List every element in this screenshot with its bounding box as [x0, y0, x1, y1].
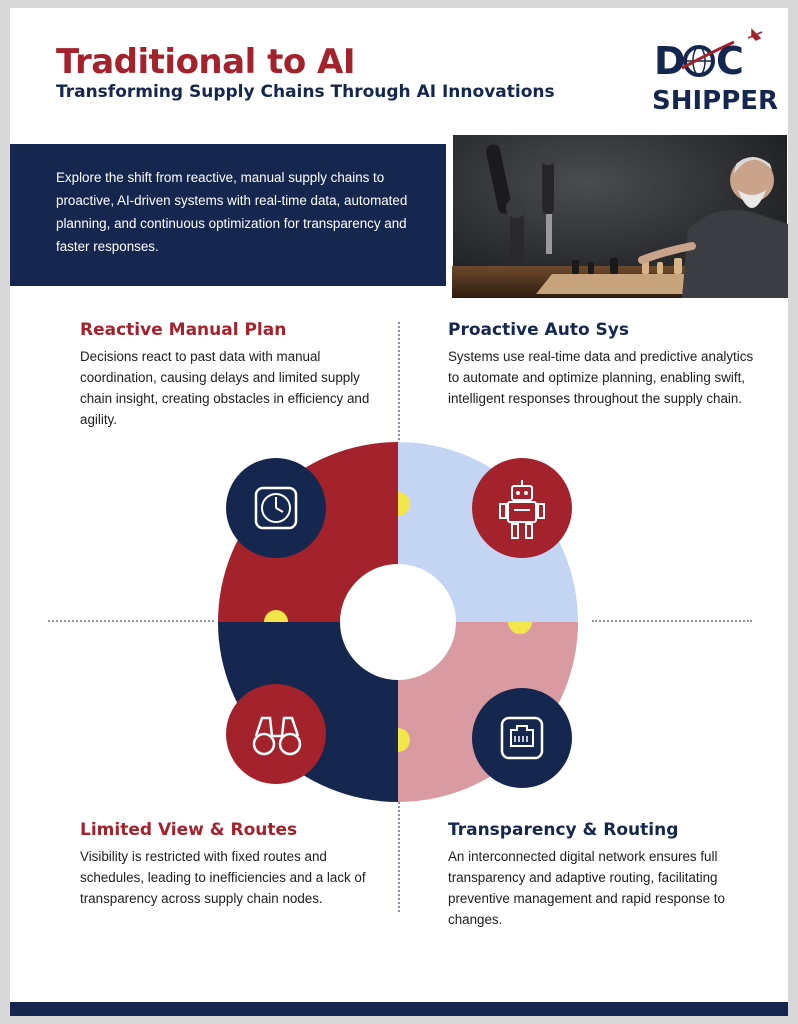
svg-text:D: D	[654, 39, 686, 83]
network-port-icon	[472, 688, 572, 788]
section-proactive-text: Systems use real-time data and predictiv…	[448, 349, 754, 406]
intro-text: Explore the shift from reactive, manual …	[56, 170, 408, 254]
section-reactive-text: Decisions react to past data with manual…	[80, 349, 370, 427]
accent-dot-2	[508, 622, 532, 634]
robot-icon	[472, 458, 572, 558]
logo-graphic: D C	[654, 28, 763, 83]
svg-text:C: C	[716, 39, 744, 83]
intro-box: Explore the shift from reactive, manual …	[10, 144, 446, 286]
center-circle	[340, 564, 456, 680]
robot-chess-photo	[452, 134, 788, 298]
clock-icon	[226, 458, 326, 558]
divider-horizontal-left	[48, 620, 214, 622]
page-subtitle: Transforming Supply Chains Through AI In…	[56, 82, 555, 102]
section-limited-text: Visibility is restricted with fixed rout…	[80, 849, 366, 906]
quadrant-diagram	[218, 442, 578, 802]
logo-text-shipper: SHIPPER	[652, 86, 779, 116]
section-limited-title: Limited View & Routes	[80, 820, 298, 840]
page: Traditional to AI Transforming Supply Ch…	[10, 8, 788, 1016]
accent-dot-3	[398, 728, 410, 752]
accent-dot-1	[398, 492, 410, 516]
section-reactive-title: Reactive Manual Plan	[80, 320, 287, 340]
section-proactive-title: Proactive Auto Sys	[448, 320, 629, 340]
divider-horizontal-right	[592, 620, 752, 622]
section-transparency-title: Transparency & Routing	[448, 820, 679, 840]
section-transparency-text: An interconnected digital network ensure…	[448, 849, 725, 927]
docshipper-logo: D C SHIPPER	[648, 24, 778, 124]
page-title: Traditional to AI	[56, 42, 355, 82]
footer-bar	[10, 1002, 788, 1016]
divider-vertical-top	[398, 322, 400, 440]
binoculars-icon	[226, 684, 326, 784]
divider-vertical-bottom	[398, 802, 400, 912]
accent-dot-4	[264, 610, 288, 622]
